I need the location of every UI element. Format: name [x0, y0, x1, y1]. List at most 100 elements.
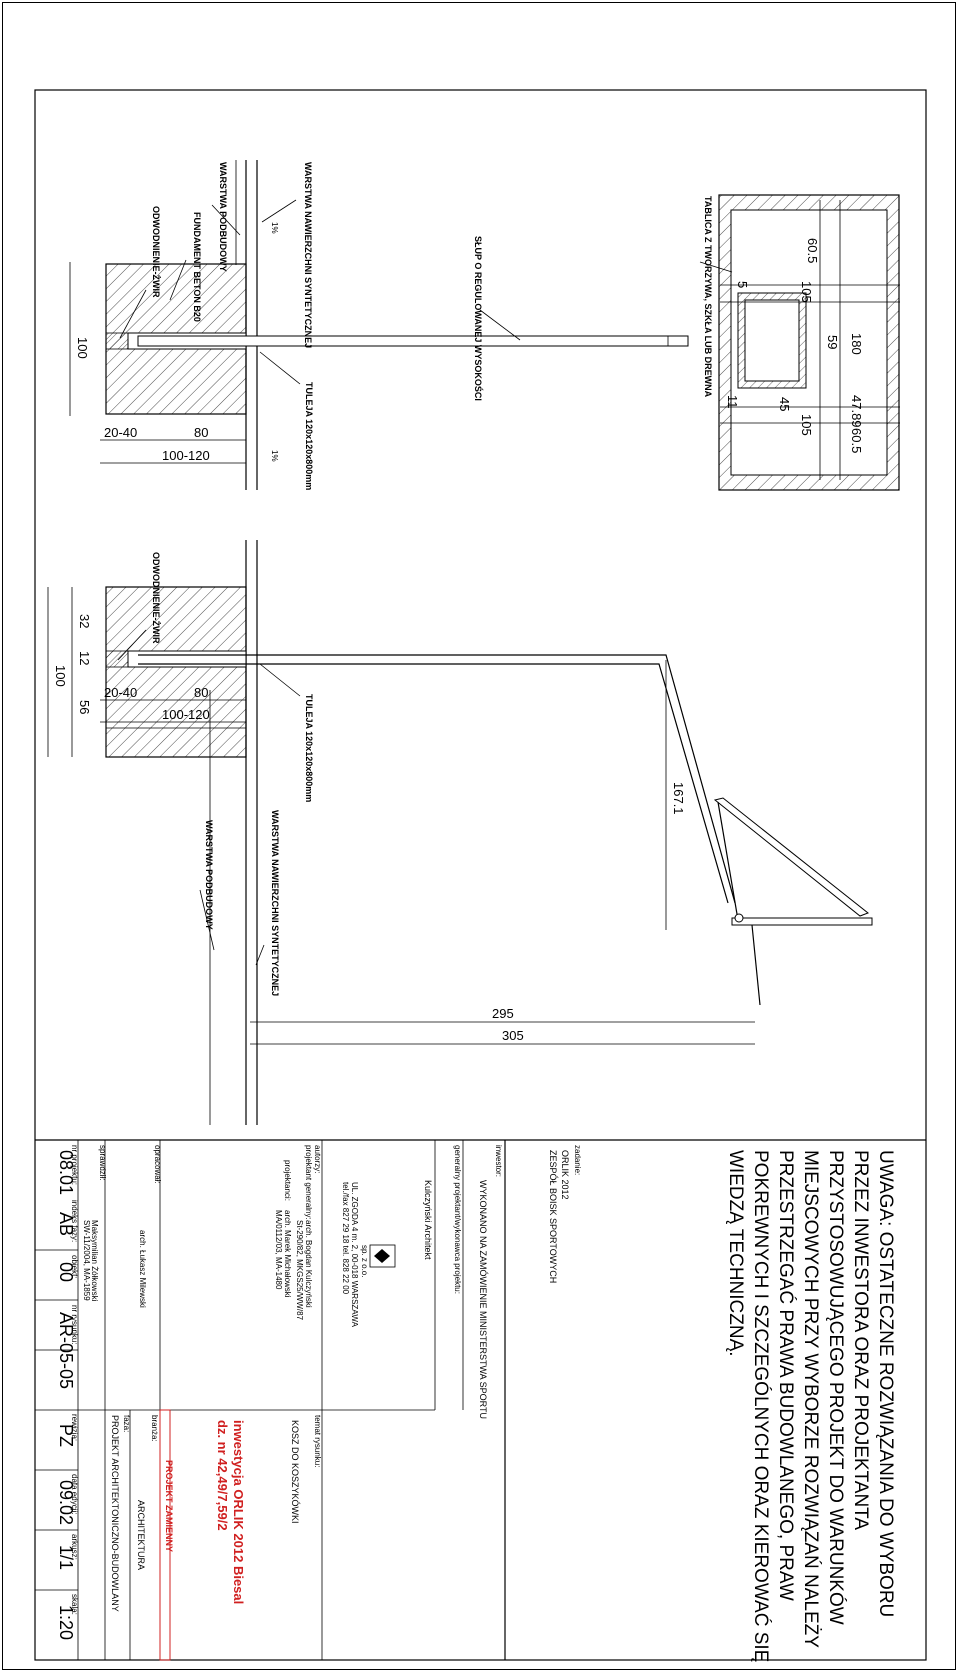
dim-80-top: 80 [194, 425, 208, 440]
leader-b2 [259, 663, 301, 697]
support-arm-2 [717, 801, 739, 921]
note-line-4: MIEJSCOWYCH PRZY WYBORZE ROZWIĄZAŃ NALEŻ… [800, 1150, 821, 1648]
dim-100-top: 100 [75, 337, 90, 359]
hinge [734, 913, 744, 923]
dim-32: 32 [77, 614, 92, 628]
inner-frame [34, 89, 927, 1661]
dim-45: 45 [777, 397, 792, 411]
skala-label: skala: [70, 1594, 79, 1615]
arkusz: 1/1 [56, 1545, 76, 1570]
generalny-label: generalny projektant/wykonawca projektu: [453, 1145, 462, 1294]
data-edycji-label: data edycji: [70, 1474, 79, 1514]
label-nawierzchnia-bottom: WARSTWA NAWIERZCHNI SYNTETYCZNEJ [270, 810, 280, 996]
label-odwodnienie-bottom: ODWODNIENIE-ŻWIR [151, 552, 161, 644]
dim-59: 59 [825, 335, 840, 349]
sprawdzil-num: SW-11/2004, MA-1859 [82, 1220, 91, 1301]
note-line-6: POKREWNYCH I SZCZEGÓLNYCH ORAZ KIEROWAĆ … [750, 1150, 772, 1662]
proj-gen-label: projektant generalny: [304, 1145, 313, 1220]
dim-20-40-top: 20-40 [104, 425, 137, 440]
inwestycja-line1: inwestycja ORLIK 2012 Biesal [231, 1420, 246, 1604]
temat-label: temat rysunku: [313, 1415, 322, 1467]
label-tuleja-bottom: TULEJA 120x120x800mm [304, 694, 314, 802]
note-line-1: UWAGA: OSTATECZNE ROZWIĄZANIA DO WYBORU [875, 1150, 896, 1617]
label-nawierzchnia-top: WARSTWA NAWIERZCHNI SYNTETYCZNEJ [303, 162, 313, 348]
slope-label-top: 1% [270, 222, 279, 234]
dim-20-40-bottom: 20-40 [104, 685, 137, 700]
proj-gen-num: St-290/82, MKGS25/WW/87 [295, 1220, 304, 1321]
faza-label: faza: [122, 1415, 131, 1432]
obiekt: 00 [56, 1262, 76, 1282]
note-line-3: PRZYSTOSOWUJĄCEGO PROJEKT DO WARUNKÓW [825, 1150, 847, 1625]
dim-80-bottom: 80 [194, 685, 208, 700]
leader-b4 [199, 889, 215, 951]
branza-value: ARCHITEKTURA [136, 1500, 146, 1570]
dim-11: 11 [725, 395, 740, 409]
company-logo [369, 1244, 396, 1268]
note-line-5: PRZESTRZEGAĆ PRAWA BUDOWLANEGO, PRAW [775, 1150, 797, 1601]
arkusz-label: arkusz: [70, 1534, 79, 1560]
nr-projektu-label: nr projektu: [70, 1145, 79, 1185]
dim-167-1: 167.1 [671, 782, 686, 815]
dim-295: 295 [492, 1006, 514, 1021]
dim-12: 12 [77, 651, 92, 665]
dim-60-5-b: 60.5 [849, 428, 864, 453]
support-arm-1 [713, 797, 870, 917]
inwestor-label: inwestor: [494, 1145, 503, 1177]
sprawdzil-name: Maksymilian Żółkowski [90, 1220, 99, 1302]
leader-4 [119, 289, 147, 339]
dim-105-a: 105 [799, 281, 814, 303]
dim-5: 5 [735, 281, 750, 288]
nr-rysunku: AR-05-05 [56, 1312, 76, 1389]
data-edycji: 09.02 [56, 1480, 76, 1525]
inwestycja-line2: dz. nr 42,49/7,59/2 [215, 1420, 230, 1531]
company-name: Kulczyński Architekt [423, 1180, 433, 1260]
leader-1 [261, 199, 297, 223]
projektanci-num: MA/0112/03, MA-1480 [274, 1210, 283, 1290]
label-podbudowa-bottom: WARSTWA PODBUDOWY [204, 820, 214, 930]
nr-rysunku-label: nr rysunku: [70, 1305, 79, 1345]
projektanci-name: arch. Marek Michałowski [283, 1210, 292, 1298]
sprawdzil-label: sprawdził: [98, 1145, 107, 1181]
label-slup: SŁUP O REGULOWANEJ WYSOKOŚCI [473, 236, 484, 401]
label-odwodnienie-top: ODWODNIENIE-ŻWIR [151, 206, 161, 298]
dim-100-120-top: 100-120 [162, 448, 210, 463]
foundation-bottom [105, 586, 247, 758]
dim-100-120-bottom: 100-120 [162, 707, 210, 722]
dim-105-b: 105 [799, 414, 814, 436]
indeks-fazy-label: indeks fazy: [70, 1200, 79, 1242]
dim-305: 305 [502, 1028, 524, 1043]
rewizja-label: rewizja: [70, 1414, 79, 1441]
skala: 1:20 [56, 1605, 76, 1640]
leader-3 [169, 259, 187, 301]
zadanie-line2: ZESPÓŁ BOISK SPORTOWYCH [548, 1150, 558, 1283]
gravel-top [105, 332, 129, 350]
leader-6 [699, 261, 733, 273]
dim-180: 180 [849, 333, 864, 355]
dim-47-89: 47.89 [849, 395, 864, 428]
leader-7 [259, 351, 301, 385]
red-box [159, 1409, 171, 1661]
leader-b1 [117, 629, 147, 661]
label-tablica: TABLICA Z TWORZYWA, SZKŁA LUB DREWNA [703, 196, 713, 398]
autorzy-label: autorzy: [313, 1145, 322, 1173]
backboard-bottom [731, 917, 873, 926]
slope-label-top-2: 1% [270, 450, 279, 462]
pole-bottom-upper [138, 654, 736, 904]
dim-56: 56 [77, 700, 92, 714]
company-addr1: UL. ZGODA 4 m. 2, 00-018 WARSZAWA [350, 1182, 359, 1328]
projektanci-label: projektanci: [283, 1160, 292, 1201]
pole-top [137, 335, 689, 347]
company-suffix: sp. z o.o. [360, 1245, 369, 1277]
target-inner [744, 299, 800, 382]
obiekt-label: obiekt: [70, 1255, 79, 1279]
dim-100-bottom: 100 [53, 665, 68, 687]
indeks-fazy: AB [56, 1212, 76, 1236]
zadanie-label: zadanie: [573, 1145, 582, 1175]
temat-value: KOSZ DO KOSZYKÓWKI [290, 1420, 300, 1524]
zadanie-line1: ORLIK 2012 [560, 1150, 570, 1200]
leader-2 [211, 204, 241, 236]
note-line-2: PRZEZ INWESTORA ORAZ PROJEKTANTA [850, 1150, 871, 1530]
